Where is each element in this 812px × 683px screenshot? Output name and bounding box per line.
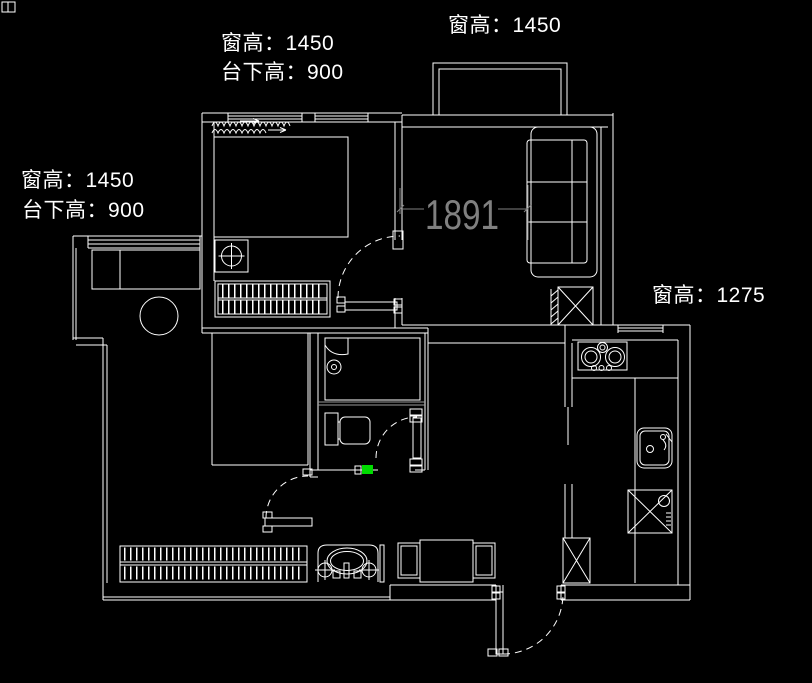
- bed: [214, 137, 348, 237]
- kitchen-sink: [637, 428, 672, 468]
- bathroom-door: [376, 409, 422, 472]
- flue-duct: [551, 287, 593, 325]
- curtain-symbol: [212, 119, 290, 134]
- fridge-cabinet: [563, 538, 590, 583]
- ucs-marker-icon: [2, 2, 15, 12]
- round-stool: [140, 297, 178, 335]
- toilet: [325, 413, 370, 445]
- bedroom-door: [337, 231, 403, 313]
- entry-door: [488, 586, 565, 656]
- dimension-text: 1891: [425, 191, 499, 238]
- window-desk: [92, 250, 200, 289]
- dining-table: [420, 540, 473, 582]
- hall-door: [263, 469, 312, 532]
- label-counter-height-top-left-line2: 台下高：900: [221, 61, 344, 84]
- nightstand-with-lamp: [215, 240, 248, 272]
- dining-chairs: [398, 543, 495, 578]
- shoe-cabinet-radiator: [120, 546, 307, 582]
- washing-machine: [628, 490, 672, 533]
- label-counter-height-mid-left-line2: 台下高：900: [22, 199, 145, 222]
- walls: [73, 63, 690, 600]
- door-threshold-highlight[interactable]: [355, 465, 373, 474]
- label-window-height-top-left-line1: 窗高：1450: [221, 32, 335, 55]
- label-window-height-mid-left-line1: 窗高：1450: [21, 169, 135, 192]
- dimension-1891: 1891: [397, 185, 531, 240]
- kitchen-counter: [572, 378, 678, 583]
- label-window-height-right: 窗高：1275: [652, 284, 766, 307]
- bedroom-dresser-cabinet: [215, 281, 330, 317]
- sofa: [527, 127, 597, 277]
- shower-area: [318, 338, 425, 405]
- label-window-height-top-center: 窗高：1450: [448, 14, 562, 37]
- vanity-basin: [315, 545, 384, 582]
- gas-stove: [578, 342, 627, 371]
